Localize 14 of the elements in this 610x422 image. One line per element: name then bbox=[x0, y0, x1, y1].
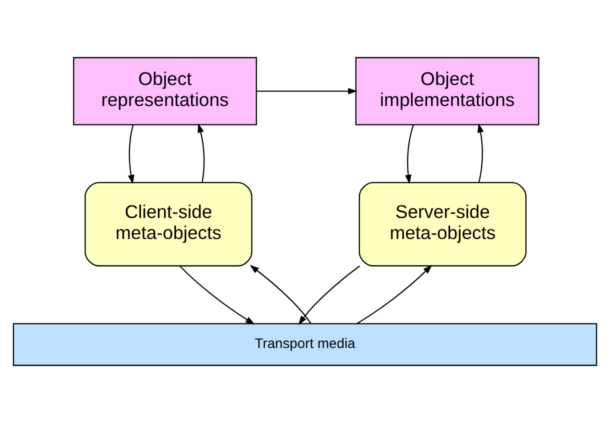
node-box: Client-side meta-objects bbox=[84, 182, 252, 266]
arrow bbox=[128, 124, 134, 184]
arrow bbox=[179, 265, 255, 324]
node-box: Object implementations bbox=[355, 56, 540, 125]
node-box: Server-side meta-objects bbox=[358, 182, 527, 266]
node-box: Object representations bbox=[73, 56, 257, 125]
arrow bbox=[477, 122, 484, 182]
arrow bbox=[198, 122, 205, 182]
arrow bbox=[256, 87, 358, 94]
arrow bbox=[356, 264, 432, 324]
node-box: Transport media bbox=[12, 322, 598, 366]
arrow bbox=[298, 265, 360, 325]
arrow bbox=[405, 124, 414, 184]
arrow bbox=[250, 264, 312, 324]
